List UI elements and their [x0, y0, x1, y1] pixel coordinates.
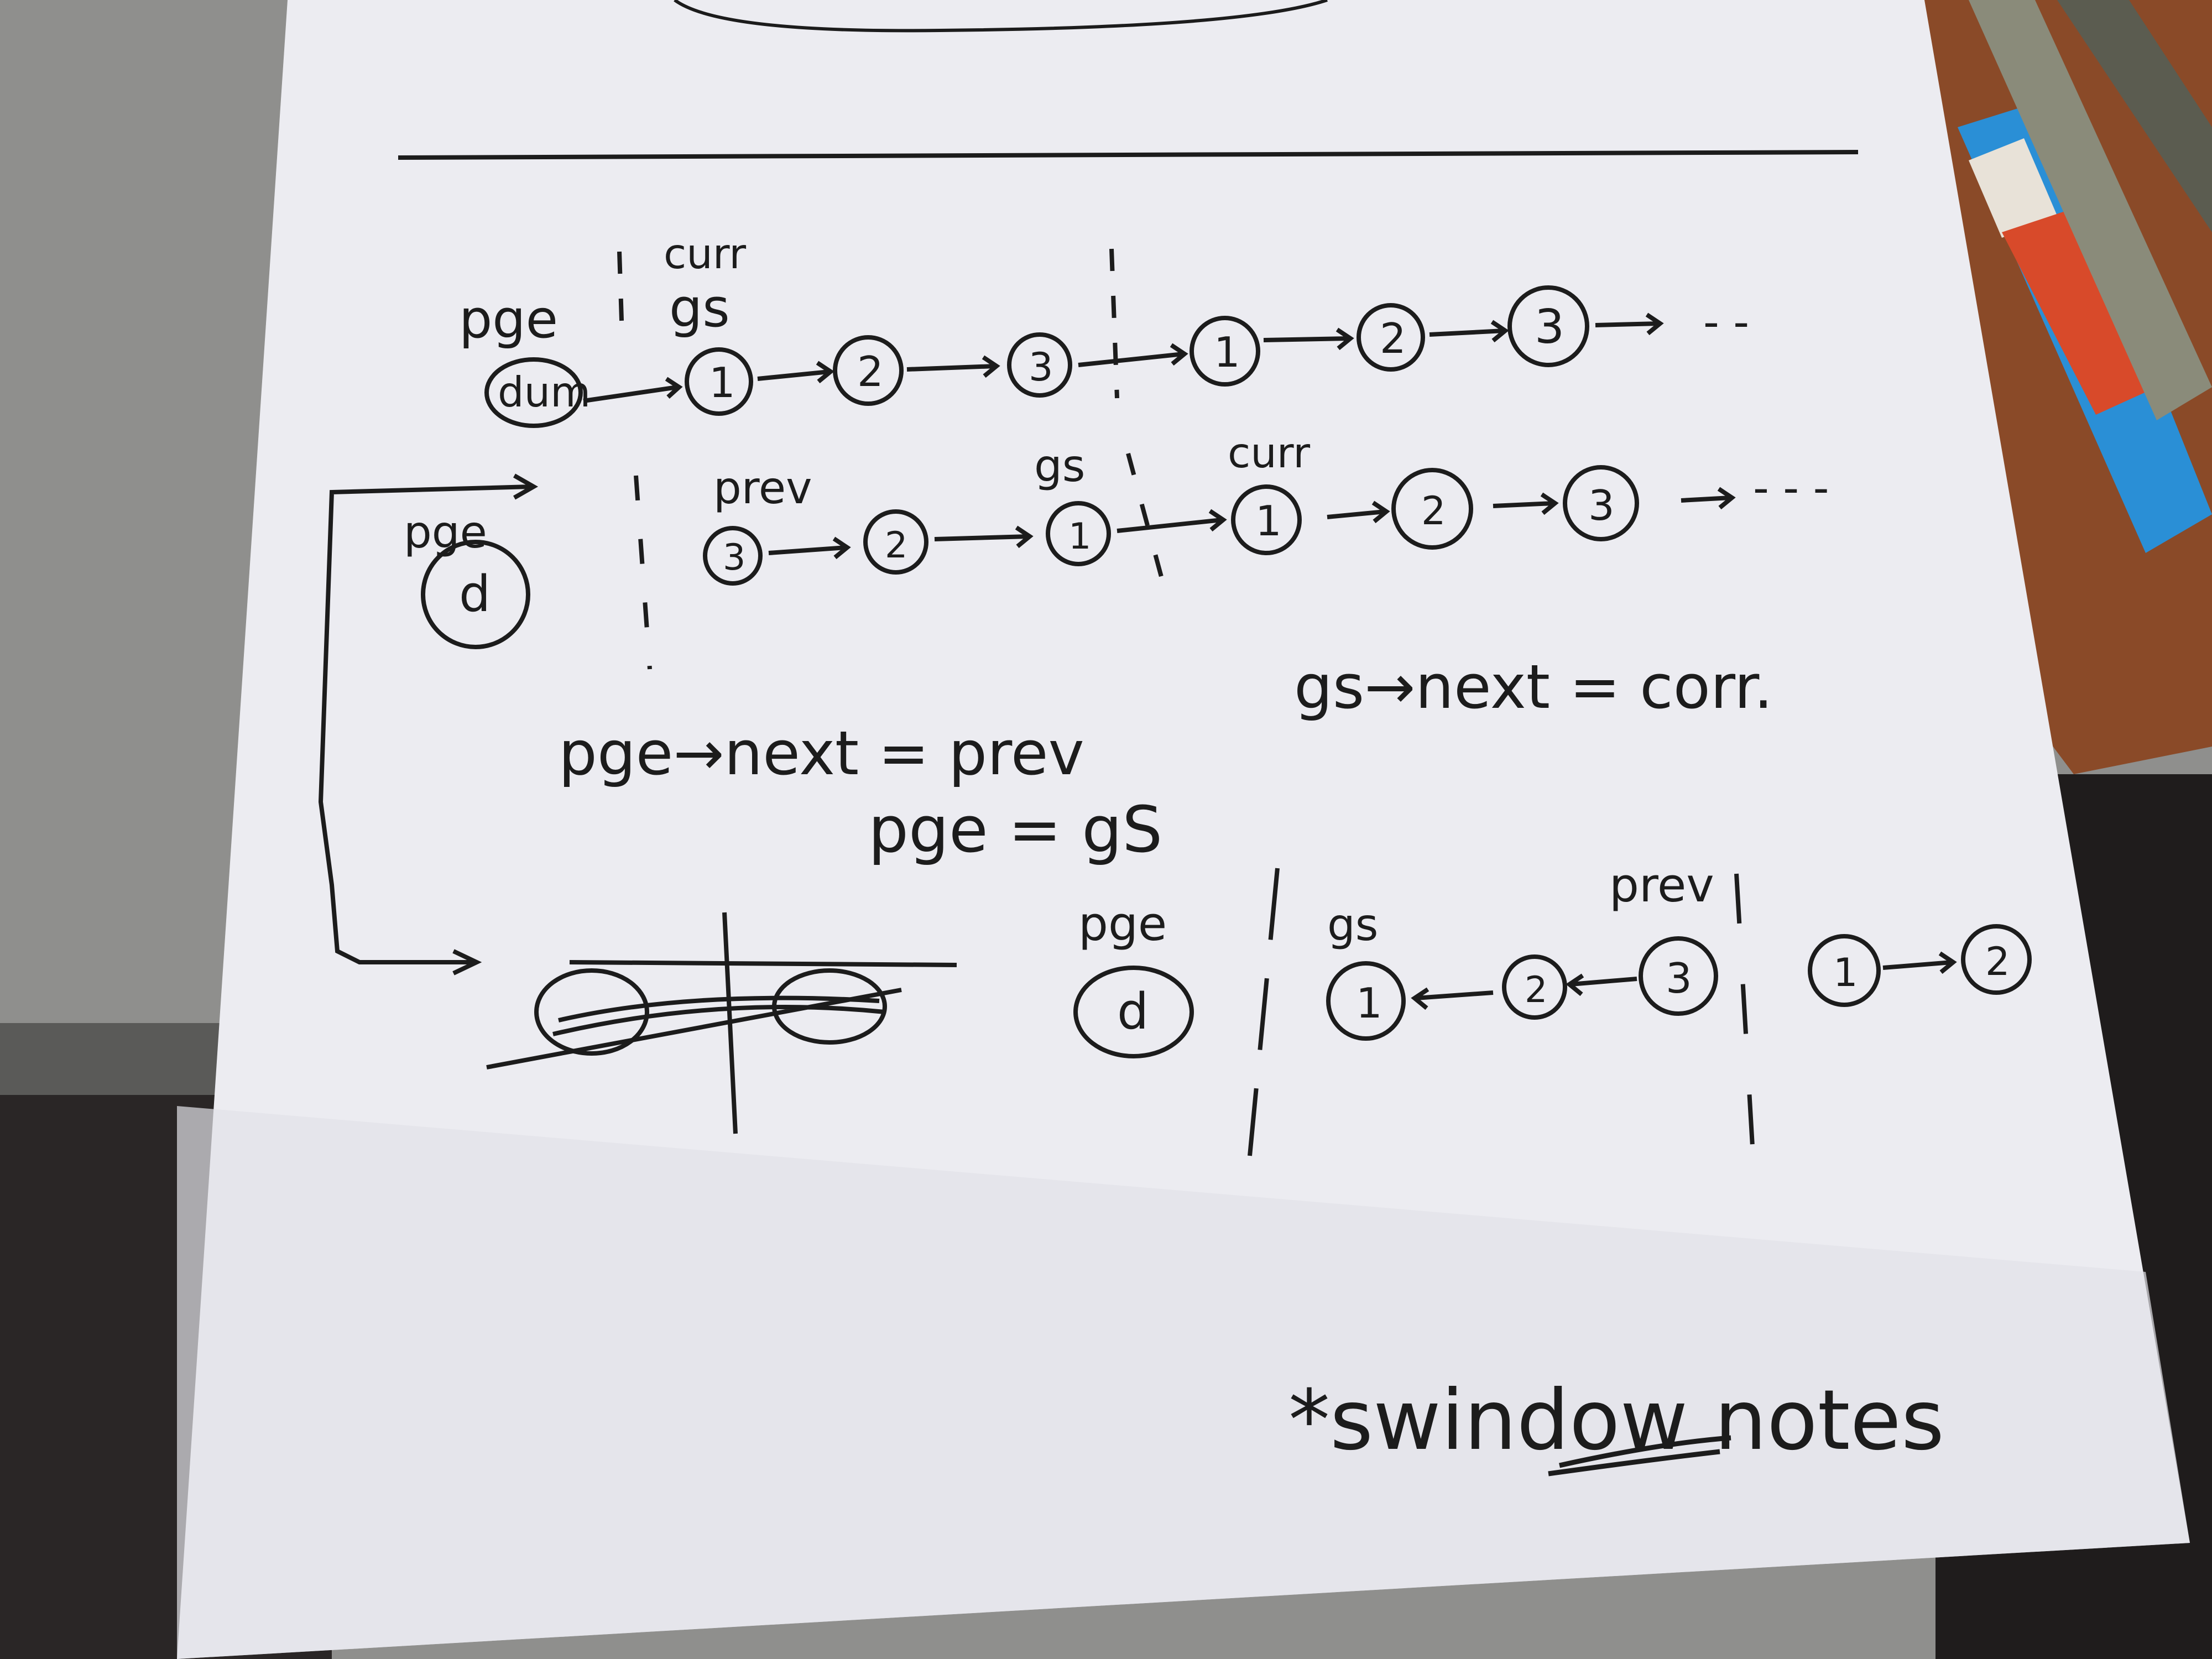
pen-blue — [1958, 100, 2212, 553]
pen-grey — [1969, 0, 2212, 420]
row2-divider-mid — [1126, 452, 1169, 598]
row1-node — [685, 347, 753, 416]
row3-node-label: 1 — [1833, 950, 1858, 995]
row3-node — [1808, 934, 1881, 1007]
row1-pge-label: pge — [459, 289, 558, 350]
row1-node-label: 2 — [857, 347, 884, 396]
row2-node-label: 2 — [885, 525, 907, 566]
row2-node — [1046, 501, 1111, 566]
row1-arrows — [583, 312, 1664, 403]
row2-d-label: d — [459, 565, 491, 623]
row3-gs-label: gs — [1327, 899, 1378, 951]
row1-curr-label: curr — [664, 229, 746, 278]
crossed-out-scribble — [486, 912, 957, 1134]
row3-node-label: 2 — [1525, 969, 1547, 1011]
row1-node — [1507, 285, 1589, 367]
row2-node — [703, 526, 763, 586]
row3-node — [1639, 936, 1718, 1016]
row2-curr-label: curr — [1228, 429, 1310, 477]
row2-gs-label: gs — [1034, 440, 1085, 492]
row1-node-label: 3 — [1535, 300, 1564, 354]
row3-d-node — [1073, 966, 1194, 1058]
row1-dummy-label: dum — [498, 368, 591, 416]
row3-divider-right — [1734, 873, 1755, 1156]
row3-arrows — [1411, 951, 1957, 1010]
equation-pge-next: pge→next = prev — [559, 718, 1084, 789]
row3-node-label: 1 — [1356, 979, 1383, 1027]
row-3: pge d gs prev 1 2 3 1 2 — [486, 858, 2032, 1156]
row2-node — [1563, 465, 1639, 541]
row3-node — [1502, 954, 1567, 1020]
row1-node — [1357, 303, 1425, 372]
row3-d-label: d — [1117, 983, 1149, 1041]
row3-divider-left — [1248, 868, 1280, 1156]
row1-dummy-node — [484, 357, 583, 428]
row1-node-label: 1 — [709, 358, 735, 407]
row3-pge-label: pge — [1078, 897, 1167, 952]
row1-node-label: 1 — [1214, 328, 1240, 377]
paper-shade — [177, 1106, 2190, 1659]
row2-node-label: 3 — [723, 537, 745, 578]
top-ellipse-stroke — [674, 0, 1328, 33]
row-1: pge curr gs dum 1 2 3 1 2 3 - - — [459, 229, 1749, 428]
row2-node — [1231, 484, 1302, 555]
row2-trailing: - - - — [1753, 462, 1829, 514]
equation-pge-gs: pge = gS — [868, 793, 1162, 867]
row1-node — [1190, 316, 1260, 387]
row2-node — [1391, 468, 1473, 550]
footer-underline — [1548, 1435, 1731, 1477]
row1-gs-label: gs — [669, 278, 730, 339]
row2-node-label: 3 — [1588, 481, 1615, 530]
row3-node — [1961, 924, 2032, 995]
divider-line — [398, 150, 1859, 160]
row3-prev-label: prev — [1609, 858, 1714, 913]
row1-node-label: 2 — [1380, 314, 1406, 363]
row2-arrows — [768, 487, 1736, 560]
row1-node-label: 3 — [1029, 345, 1053, 390]
row3-node-label: 3 — [1666, 954, 1692, 1003]
row1-divider-left — [617, 251, 624, 338]
row-2: pge d prev gs curr 3 2 1 1 2 3 - - - — [404, 429, 1829, 670]
row1-node — [1007, 332, 1072, 398]
row2-d-node — [421, 540, 530, 649]
row3-node — [1326, 961, 1406, 1041]
flow-arrow — [318, 473, 539, 975]
row2-prev-label: prev — [713, 462, 812, 514]
row2-node-label: 2 — [1421, 488, 1446, 534]
row1-trailing: - - — [1703, 296, 1749, 348]
row2-node-label: 1 — [1255, 497, 1282, 545]
row1-node — [833, 335, 904, 406]
row2-node-label: 1 — [1068, 516, 1091, 557]
row3-node-label: 2 — [1985, 939, 2010, 984]
row2-node — [863, 509, 928, 575]
equation-gs-next: gs→next = corr. — [1294, 651, 1773, 722]
